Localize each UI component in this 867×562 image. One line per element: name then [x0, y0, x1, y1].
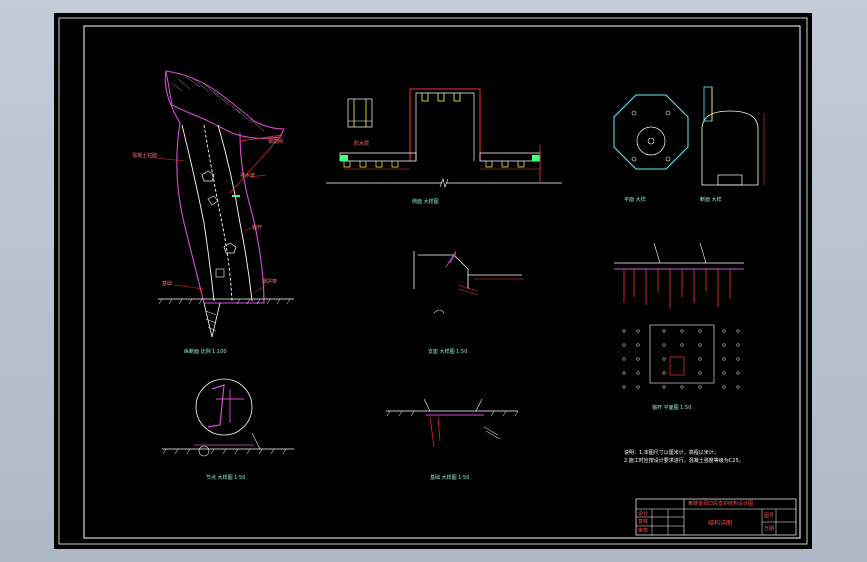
- octagon-view: [613, 94, 689, 170]
- main-section-view: [147, 70, 294, 338]
- callout-footing: 基础: [162, 281, 173, 287]
- caption-top-section: 侧面 大样图: [412, 199, 439, 205]
- callout-arch: 钢拱架: [262, 279, 278, 285]
- caption-footing: 基础 大样图 1:50: [430, 475, 470, 481]
- title-drawing-name: 结构详图: [708, 520, 733, 527]
- title-row-review: 审核: [638, 528, 649, 534]
- title-block: [635, 498, 797, 536]
- inner-frame: [83, 25, 801, 539]
- caption-detail-cap: 节点 大样图 1:50: [206, 475, 246, 481]
- notes: 说明：1.本图尺寸以厘米计，高程以米计； 2.施工时应按设计要求进行，混凝土强度…: [624, 449, 744, 465]
- joint-detail-view: [162, 378, 294, 457]
- footing-detail-view: [386, 398, 519, 448]
- anchor-section-view: [614, 242, 744, 309]
- callout-bolt: 锚杆: [252, 225, 263, 231]
- title-row-design: 设计: [638, 511, 649, 517]
- caption-bearing: 支座 大样图 1:50: [428, 349, 468, 355]
- title-date: 日期: [764, 526, 775, 532]
- title-project: 某隧道洞口段支护结构设计图: [688, 501, 754, 507]
- caption-main-section: 纵断面 比例 1:100: [184, 349, 227, 355]
- caption-anchor-plan: 锚杆 平面图 1:50: [652, 405, 692, 411]
- caption-octagon: 平面 大样: [624, 197, 646, 203]
- title-row-check: 复核: [638, 519, 649, 525]
- drawing-sheet: 纵断面 比例 1:100 节点 大样图 1:50 侧面 大样图 平面 大样 断面…: [54, 13, 812, 549]
- cad-drawing: [58, 17, 808, 545]
- bearing-detail-view: [413, 250, 524, 314]
- caption-arch: 断面 大样: [700, 197, 722, 203]
- top-section-view: [326, 88, 562, 189]
- note-line-2: 2.施工时应按设计要求进行，混凝土强度等级为C25。: [624, 458, 744, 464]
- callout-drain: 排水管: [240, 173, 256, 179]
- callout-waterproof: 防水层: [354, 141, 370, 147]
- note-line-1: 说明：1.本图尺寸以厘米计，高程以米计；: [624, 450, 719, 456]
- arch-view: [701, 86, 765, 186]
- anchor-plan-view: [622, 324, 740, 389]
- outer-frame: [58, 17, 808, 545]
- callout-lining: 混凝土衬砌: [132, 153, 158, 159]
- title-drawing-no: 图号: [764, 513, 775, 519]
- callout-mesh: 钢筋网: [268, 139, 284, 145]
